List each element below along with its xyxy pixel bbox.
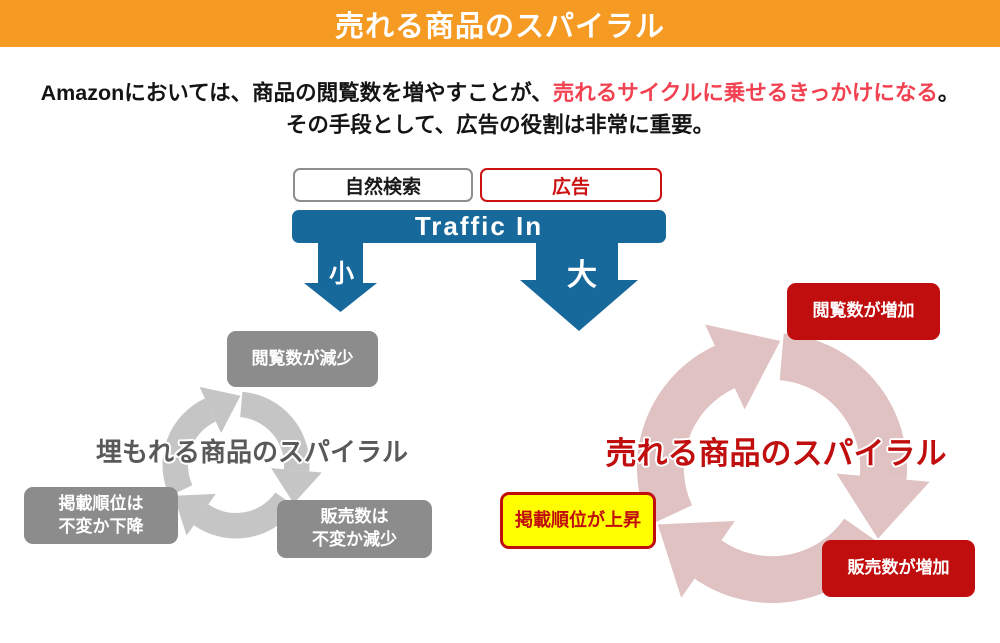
views-decrease-label: 閲覧数が減少 xyxy=(251,348,354,368)
intro-text: Amazonにおいては、商品の閲覧数を増やすことが、売れるサイクルに乗せるきっか… xyxy=(0,77,1000,142)
intro-line1-highlight: 売れるサイクルに乗せるきっかけになる xyxy=(552,81,938,105)
small-arrow-label: 小 xyxy=(329,260,355,288)
natural-search-box: 自然検索 xyxy=(293,168,473,202)
sales-flat-or-down-line2: 不変か減少 xyxy=(312,530,397,549)
selling-cycle-title: 売れる商品のスパイラル xyxy=(605,436,947,471)
sales-flat-or-down-box: 販売数は 不変か減少 xyxy=(277,500,432,558)
page-title: 売れる商品のスパイラル xyxy=(334,10,665,43)
traffic-in-bar: Traffic In xyxy=(292,210,666,243)
losing-cycle-title: 埋もれる商品のスパイラル xyxy=(96,437,409,467)
natural-search-label: 自然検索 xyxy=(344,176,421,198)
rank-flat-or-down-line2: 不変か下降 xyxy=(58,516,144,536)
rank-up-label: 掲載順位が上昇 xyxy=(515,510,641,531)
advertising-label: 広告 xyxy=(551,176,590,198)
down-arrow-small-icon xyxy=(304,242,377,312)
sales-increase-label: 販売数が増加 xyxy=(847,558,950,578)
header-bar: 売れる商品のスパイラル xyxy=(0,0,1000,47)
views-increase-box: 閲覧数が増加 xyxy=(787,283,940,340)
rank-flat-or-down-line1: 掲載順位は xyxy=(58,493,144,513)
sales-flat-or-down-line1: 販売数は xyxy=(320,507,389,527)
intro-line1-black: Amazonにおいては、商品の閲覧数を増やすことが、 xyxy=(40,81,553,105)
intro-line2: その手段として、広告の役割は非常に重要。 xyxy=(285,113,715,138)
rank-up-box: 掲載順位が上昇 xyxy=(500,492,656,549)
intro-line1-period: 。 xyxy=(937,81,960,105)
rank-flat-or-down-box: 掲載順位は 不変か下降 xyxy=(24,487,178,544)
views-decrease-box: 閲覧数が減少 xyxy=(227,331,378,387)
down-arrow-large-icon xyxy=(520,242,638,331)
traffic-in-label: Traffic In xyxy=(414,211,544,241)
views-increase-label: 閲覧数が増加 xyxy=(812,301,915,321)
large-arrow-label: 大 xyxy=(567,259,597,292)
advertising-box: 広告 xyxy=(480,168,662,202)
sales-increase-box: 販売数が増加 xyxy=(822,540,975,597)
